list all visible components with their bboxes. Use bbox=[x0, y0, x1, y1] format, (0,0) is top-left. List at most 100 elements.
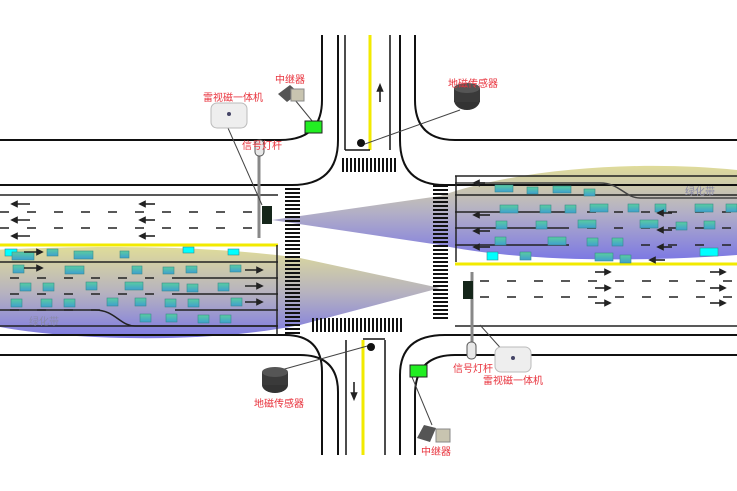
crosswalk-stripe bbox=[433, 189, 448, 191]
vehicle bbox=[583, 188, 596, 197]
crosswalk-stripe bbox=[372, 318, 374, 332]
crosswalk-stripe bbox=[433, 197, 448, 199]
lane-arrows bbox=[10, 82, 727, 402]
crosswalk-stripe bbox=[433, 273, 448, 275]
crosswalk-stripe bbox=[285, 328, 300, 330]
crosswalk-stripe bbox=[433, 237, 448, 239]
vehicle bbox=[552, 185, 572, 194]
crosswalk-stripe bbox=[400, 318, 402, 332]
arrow-head bbox=[10, 232, 18, 240]
arrow-head bbox=[656, 243, 664, 251]
crosswalk-stripe bbox=[433, 301, 448, 303]
vehicle bbox=[229, 264, 242, 273]
crosswalk-stripe bbox=[285, 232, 300, 234]
crosswalk-stripe bbox=[433, 317, 448, 319]
vehicle bbox=[217, 282, 230, 292]
crosswalk-stripe bbox=[285, 208, 300, 210]
crosswalk-stripe bbox=[356, 318, 358, 332]
crosswalk-stripe bbox=[332, 318, 334, 332]
crosswalk-stripe bbox=[340, 318, 342, 332]
crosswalk-stripe bbox=[285, 244, 300, 246]
arrow-head bbox=[719, 284, 727, 292]
vehicle bbox=[230, 297, 243, 307]
label-green-belt-east: 绿化带 bbox=[685, 187, 715, 198]
signal-head-west bbox=[262, 206, 272, 224]
arrow-head bbox=[376, 82, 384, 92]
arrow-head bbox=[648, 256, 656, 264]
vehicle bbox=[547, 236, 567, 246]
crosswalk-stripe bbox=[285, 252, 300, 254]
crosswalk-stripe bbox=[390, 158, 392, 172]
crosswalk-stripe bbox=[285, 316, 300, 318]
label-signal-pole-nw: 信号灯杆 bbox=[242, 141, 282, 152]
crosswalk-stripe bbox=[285, 224, 300, 226]
vehicle bbox=[197, 314, 210, 324]
vehicle bbox=[519, 251, 532, 261]
arrow-head bbox=[604, 284, 612, 292]
signal-pole-nw bbox=[254, 139, 272, 238]
crosswalk-stripe bbox=[433, 225, 448, 227]
crosswalk-stripe bbox=[433, 293, 448, 295]
west-dashes bbox=[0, 211, 270, 311]
crosswalk-stripe bbox=[285, 324, 300, 326]
vehicle bbox=[165, 313, 178, 323]
crosswalk-stripe bbox=[285, 296, 300, 298]
vehicle bbox=[219, 314, 232, 324]
vehicle bbox=[187, 298, 200, 308]
arrow-head bbox=[36, 264, 44, 272]
crosswalk-stripe bbox=[285, 228, 300, 230]
vehicle bbox=[703, 220, 716, 230]
crosswalk-stripe bbox=[285, 304, 300, 306]
crosswalk-stripe bbox=[433, 205, 448, 207]
crosswalk-stripe bbox=[285, 272, 300, 274]
crosswalk-stripe bbox=[394, 158, 396, 172]
crosswalk-stripe bbox=[285, 260, 300, 262]
crosswalk-stripe bbox=[374, 158, 376, 172]
crosswalk-stripe bbox=[433, 277, 448, 279]
vehicle bbox=[586, 237, 599, 247]
arrow-head bbox=[10, 216, 18, 224]
crosswalk-stripe bbox=[433, 261, 448, 263]
crosswalk-stripe bbox=[433, 309, 448, 311]
vehicle bbox=[162, 266, 175, 275]
signal-pole-se bbox=[463, 272, 477, 360]
vehicle bbox=[185, 265, 198, 274]
crosswalk-stripe bbox=[433, 253, 448, 255]
arrow-head bbox=[656, 209, 664, 217]
road-edges bbox=[0, 35, 737, 455]
crosswalk-stripe bbox=[285, 308, 300, 310]
crosswalk-stripe bbox=[384, 318, 386, 332]
crosswalk-stripe bbox=[285, 188, 300, 190]
vehicle bbox=[42, 282, 55, 292]
relay-node-nw bbox=[304, 120, 323, 134]
crosswalk-stripe bbox=[285, 320, 300, 322]
crosswalk-stripe bbox=[285, 284, 300, 286]
crosswalk-stripe bbox=[433, 257, 448, 259]
geomagnetic-sensor-sw-icon bbox=[262, 367, 288, 393]
vehicle bbox=[164, 298, 177, 308]
vehicle bbox=[494, 236, 507, 246]
crosswalk-stripe bbox=[388, 318, 390, 332]
vehicle bbox=[577, 219, 597, 229]
vehicle bbox=[675, 221, 688, 231]
crosswalk-stripe bbox=[285, 288, 300, 290]
crosswalks bbox=[285, 158, 448, 334]
vehicle bbox=[73, 250, 94, 260]
vehicle bbox=[535, 220, 548, 230]
radar-unit-nw-icon bbox=[210, 102, 248, 129]
crosswalk-stripe bbox=[312, 318, 314, 332]
crosswalk-stripe bbox=[433, 233, 448, 235]
label-geomag-ne: 地磁传感器 bbox=[448, 79, 498, 90]
crosswalk-stripe bbox=[433, 217, 448, 219]
crosswalk-stripe bbox=[433, 241, 448, 243]
crosswalk-stripe bbox=[285, 276, 300, 278]
vehicle bbox=[611, 237, 624, 247]
crosswalk-stripe bbox=[285, 200, 300, 202]
crosswalk-stripe bbox=[433, 209, 448, 211]
coverage-area-west bbox=[0, 247, 440, 339]
crosswalk-stripe bbox=[285, 268, 300, 270]
relay-node-se bbox=[409, 364, 428, 378]
crosswalk-stripe bbox=[342, 158, 344, 172]
vehicle bbox=[134, 297, 147, 307]
vehicle bbox=[139, 313, 152, 323]
